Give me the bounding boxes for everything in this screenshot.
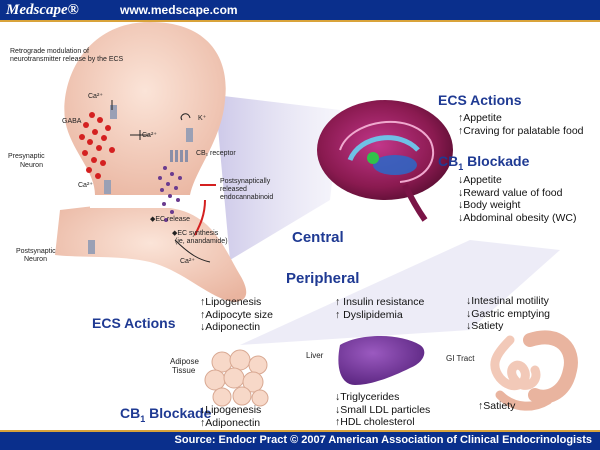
adipose-actions-list: ↑Lipogenesis ↑Adipocyte size ↓Adiponecti… [200, 296, 273, 334]
list-item: ↑Lipogenesis [200, 296, 262, 308]
list-item: ↑Satiety [478, 400, 516, 412]
list-item: ↓Abdominal obesity (WC) [458, 211, 577, 224]
list-item: ↓Adiponectin [200, 321, 261, 333]
list-item: ↓Triglycerides [335, 391, 400, 403]
released-label-line1: Postsynaptically [220, 178, 271, 185]
list-item: ↓Small LDL particles [335, 403, 431, 416]
central-cb1-blockade-list: ↓Appetite ↓Reward value of food ↓Body we… [458, 174, 576, 224]
central-cb1-blockade-title: CB1 Blockade [438, 153, 529, 172]
released-label-line2: released [220, 186, 247, 193]
list-item: ↑Craving for palatable food [458, 124, 584, 137]
brain-illustration [317, 100, 453, 222]
released-label-line3: endocannabinoid [220, 194, 274, 201]
gi-actions-list: ↓Intestinal motility ↓Gastric emptying ↓… [466, 295, 550, 333]
central-label: Central [292, 229, 344, 246]
adipose-blockade-list: ↓Lipogenesis ↑Adiponectin [200, 404, 261, 429]
list-item: ↓Body weight [458, 199, 521, 211]
list-item: ↑ Insulin resistance [335, 296, 425, 308]
adipose-illustration [204, 349, 269, 407]
calcium-label-bottom: Ca²⁺ [180, 258, 195, 265]
cb1-text: CB [438, 153, 459, 169]
calcium-label-mid: Ca²⁺ [78, 182, 93, 189]
list-item: ↓Reward value of food [458, 186, 563, 199]
list-item: ↓Satiety [466, 320, 504, 332]
adipose-label-line2: Tissue [172, 366, 196, 375]
gaba-label: GABA [62, 118, 82, 125]
liver-label: Liver [306, 351, 324, 360]
blockade-text: Blockade [145, 405, 212, 421]
gi-tract-label: GI Tract [446, 354, 475, 363]
central-ecs-actions-list: ↑Appetite ↑Craving for palatable food [458, 112, 584, 137]
list-item: ↓Gastric emptying [466, 307, 551, 320]
list-item: ↓Appetite [458, 174, 502, 186]
medscape-logo: Medscape® [6, 2, 79, 18]
calcium-channel-bottom [88, 240, 95, 254]
synapse-title-line1: Retrograde modulation of [10, 48, 89, 55]
central-beam [215, 95, 340, 260]
red-arrows [194, 184, 216, 236]
footer-bar: Source: Endocr Pract © 2007 American Ass… [0, 432, 600, 450]
liver-blockade-list: ↓Triglycerides ↓Small LDL particles ↑HDL… [335, 391, 430, 429]
cb1-subscript: 1 [458, 161, 464, 172]
gi-blockade-list: ↑Satiety [478, 400, 515, 413]
synaptic-cleft [90, 196, 200, 208]
postsynaptic-label-line1: Postsynaptic [16, 248, 56, 255]
list-item: ↑ Dyslipidemia [335, 308, 403, 321]
ec-synthesis-label-line1: ◆EC synthesis [172, 230, 219, 237]
flow-arrows [111, 100, 211, 263]
potassium-label: K⁺ [198, 115, 207, 122]
list-item: ↓Intestinal motility [466, 295, 549, 307]
adipose-label-line1: Adipose [170, 357, 199, 366]
cb1-receptor-label: CB₁ receptor [196, 150, 236, 157]
list-item: ↑HDL cholesterol [335, 416, 415, 428]
ec-release-label: ◆EC release [150, 216, 191, 223]
gaba-vesicles [79, 112, 115, 179]
cb1-text: CB [120, 405, 141, 421]
liver-actions-list: ↑ Insulin resistance ↑ Dyslipidemia [335, 296, 424, 321]
cb1-subscript: 1 [140, 413, 146, 424]
list-item: ↑Appetite [458, 112, 502, 124]
endocannabinoid-particles [158, 166, 182, 222]
peripheral-beam [240, 240, 560, 345]
header-url[interactable]: www.medscape.com [120, 3, 238, 17]
list-item: ↓Lipogenesis [200, 404, 262, 416]
calcium-channel-mid [104, 180, 111, 194]
list-item: ↑Adiponectin [200, 416, 261, 429]
ec-synthesis-label-line2: (ie, anandamide) [175, 238, 228, 245]
list-item: ↑Adipocyte size [200, 308, 273, 321]
gi-tract-illustration [490, 330, 578, 411]
synapse-title-line2: neurotransmitter release by the ECS [10, 56, 124, 63]
calcium-label-top: Ca²⁺ [88, 93, 103, 100]
potassium-channel [186, 128, 193, 142]
postsynaptic-label-line2: Neuron [24, 256, 47, 263]
peripheral-cb1-blockade-title: CB1 Blockade [120, 405, 211, 424]
footer-stripe [0, 430, 600, 432]
central-ecs-actions-title: ECS Actions [438, 92, 522, 108]
presynaptic-label-line1: Presynaptic [8, 153, 45, 160]
calcium-label-plus: Ca²⁺ [142, 132, 157, 139]
presynaptic-label-line2: Neuron [20, 162, 43, 169]
header-bar: Medscape® www.medscape.com [0, 0, 600, 20]
source-citation: Source: Endocr Pract © 2007 American Ass… [174, 434, 592, 446]
calcium-channel-top [110, 105, 117, 119]
liver-illustration [338, 336, 425, 385]
peripheral-ecs-actions-title: ECS Actions [92, 315, 176, 331]
header-stripe [0, 20, 600, 22]
cb1-receptor-shape [170, 150, 188, 162]
blockade-text: Blockade [463, 153, 530, 169]
peripheral-label: Peripheral [286, 270, 360, 287]
